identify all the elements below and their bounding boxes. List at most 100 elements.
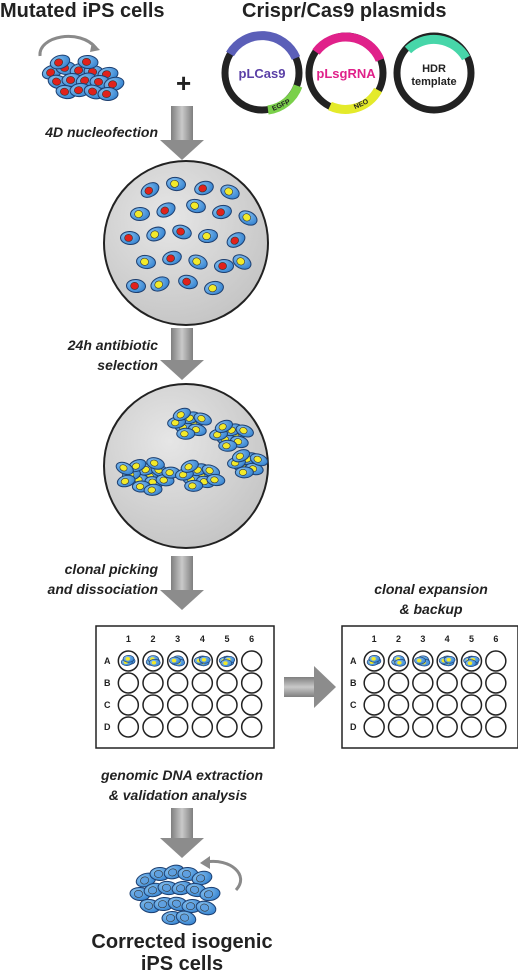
cell: [238, 210, 258, 226]
well: [436, 716, 458, 738]
well: [460, 716, 483, 738]
cell: [178, 274, 198, 290]
cell: [235, 424, 254, 438]
well: [142, 694, 164, 716]
cell: [115, 461, 134, 476]
row-label: C: [350, 700, 357, 710]
down-arrow-3: [160, 556, 204, 610]
well: [363, 672, 385, 694]
well: [240, 672, 263, 694]
well: [216, 716, 238, 738]
well: [117, 672, 140, 694]
step-dna-line1: genomic DNA extraction: [100, 767, 263, 783]
column-label: 4: [200, 634, 205, 644]
corrected-cells-cluster: [129, 856, 243, 926]
column-label: 3: [175, 634, 180, 644]
well: [166, 672, 189, 694]
cell: [220, 184, 240, 200]
step-picking-line2: and dissociation: [48, 581, 158, 597]
circular-arrow-icon: [38, 34, 98, 57]
cell: [166, 176, 186, 192]
cell: [464, 659, 477, 668]
well: [240, 650, 263, 672]
cell: [122, 655, 135, 663]
arrow-head-icon: [200, 856, 210, 869]
row-label: C: [104, 700, 111, 710]
row-label: D: [104, 722, 111, 732]
plasmid-label-template: template: [411, 76, 456, 88]
cell: [226, 232, 246, 248]
cell: [193, 412, 212, 426]
cell: [198, 655, 211, 664]
cell: [146, 226, 166, 242]
cell: [204, 280, 224, 296]
plasmid-pLsgRNA: pLsgRNA NEO: [305, 32, 387, 114]
cell: [150, 276, 170, 292]
well: [117, 716, 140, 738]
down-arrow-2: [160, 328, 204, 380]
cell: [394, 658, 407, 667]
well: [166, 694, 189, 716]
cell: [162, 250, 182, 266]
well: [485, 716, 507, 738]
cell: [249, 453, 269, 467]
cell: [120, 230, 140, 246]
cell: [148, 658, 161, 667]
step-selection-line1: 24h antibiotic: [67, 337, 158, 353]
cell: [194, 180, 214, 196]
cell: [214, 258, 234, 274]
well: [412, 672, 434, 694]
cell: [220, 659, 233, 668]
well: [436, 672, 458, 694]
cell: [136, 254, 156, 270]
well: [117, 694, 140, 716]
cell: [186, 198, 206, 214]
column-label: 5: [469, 634, 474, 644]
well: [240, 716, 263, 738]
cell: [49, 54, 71, 70]
right-arrow: [284, 666, 336, 708]
cell: [414, 656, 426, 665]
cell: [116, 474, 136, 488]
well: [485, 650, 507, 672]
well: [412, 716, 434, 738]
dish-transfected: [103, 160, 269, 326]
well: [485, 672, 507, 694]
well: [436, 694, 458, 716]
cell: [176, 427, 196, 440]
cell: [212, 204, 232, 220]
plasmid-arc-top: [312, 32, 385, 62]
well: [460, 694, 483, 716]
step-expansion-line2: & backup: [399, 601, 462, 617]
well: [412, 694, 434, 716]
well: [387, 694, 410, 716]
down-arrow-1: [160, 106, 204, 160]
cell: [234, 466, 254, 479]
well: [460, 672, 483, 694]
plasmid-arc-top: [226, 31, 301, 60]
cell: [218, 439, 238, 452]
plasmid-pLCas9: pLCas9 EGFP: [221, 31, 303, 115]
cell: [188, 254, 208, 270]
start-cells-title: Mutated iPS cells: [0, 0, 165, 22]
dish-selected-colonies: [103, 383, 269, 549]
row-label: B: [104, 678, 111, 688]
cell: [195, 900, 217, 916]
cell: [206, 473, 226, 487]
mutated-cells-cluster: [38, 34, 125, 102]
cell: [180, 459, 199, 473]
step-nucleofection: 4D nucleofection: [44, 124, 158, 140]
well: [142, 672, 164, 694]
plasmid-arc-bottom: [267, 84, 303, 115]
plasmid-label-hdr: HDR: [422, 63, 446, 75]
row-label: A: [350, 656, 357, 666]
plasmid-arc-bottom: [328, 87, 382, 114]
well: [363, 694, 385, 716]
down-arrow-4: [160, 808, 204, 858]
cell: [140, 182, 160, 198]
plasmid-hdr-template: HDR template: [393, 32, 475, 114]
cell: [184, 479, 204, 492]
step-dna-line2: & validation analysis: [109, 787, 248, 803]
well: [166, 716, 189, 738]
